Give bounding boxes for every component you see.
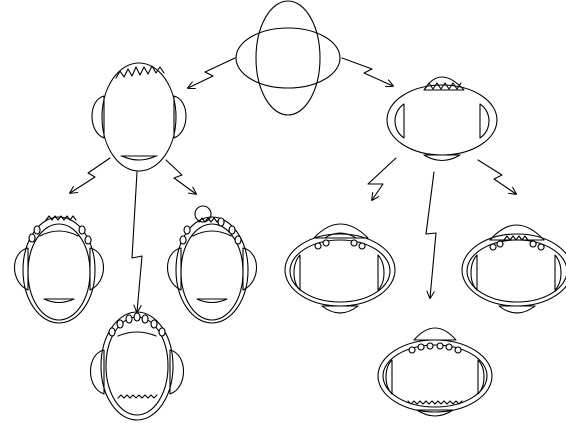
arrow-right-to-child-a xyxy=(367,157,397,200)
arrow-right-to-child-c xyxy=(477,159,516,194)
arrow-left-to-child-b xyxy=(131,171,143,312)
arrow-root-to-left xyxy=(188,57,236,88)
arrow-left-to-child-c xyxy=(165,159,196,194)
right-child-b xyxy=(377,327,493,417)
arrow-left-to-child-a xyxy=(70,157,111,193)
arrow-root-to-right xyxy=(341,57,393,86)
left-parent-organism xyxy=(91,62,187,172)
left-child-a xyxy=(14,215,104,324)
left-child-b xyxy=(90,311,184,421)
right-parent-organism xyxy=(386,76,498,162)
arrow-right-to-child-b xyxy=(425,171,437,298)
root-crossed-ellipses xyxy=(235,0,341,116)
right-child-c xyxy=(461,224,566,314)
left-child-c xyxy=(167,205,257,324)
right-child-a xyxy=(284,223,396,314)
